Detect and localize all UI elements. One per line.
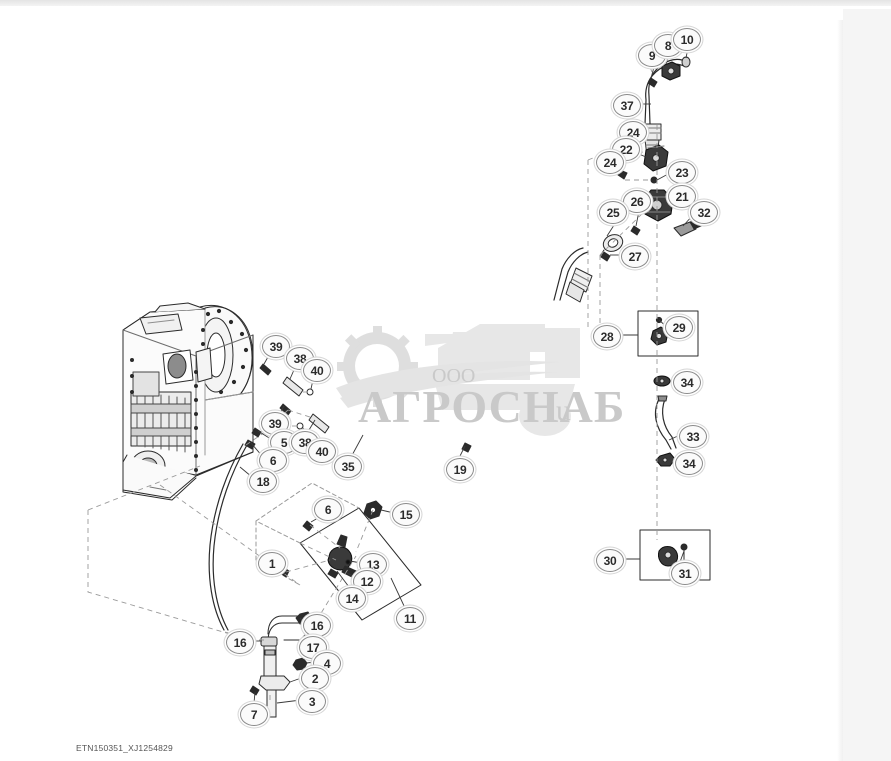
callout-31[interactable]: 31 — [671, 562, 699, 585]
sensor-assembly-13-14 — [327, 534, 357, 579]
callout-16-left[interactable]: 16 — [226, 631, 254, 654]
part-29 — [650, 316, 669, 346]
bolt-23 — [650, 176, 658, 184]
part-30-31 — [658, 543, 688, 567]
callout-34-lower[interactable]: 34 — [675, 452, 703, 475]
callout-40-lower[interactable]: 40 — [308, 440, 336, 463]
callout-34-upper[interactable]: 34 — [673, 371, 701, 394]
page-right-margin — [843, 9, 891, 761]
sheet-shadow — [837, 20, 843, 761]
callout-21[interactable]: 21 — [668, 185, 696, 208]
bolt-19 — [461, 442, 472, 453]
footer-document-code: ETN150351_XJ1254829 — [76, 743, 173, 753]
callout-37[interactable]: 37 — [613, 94, 641, 117]
hidden-construction-lines — [87, 59, 658, 700]
page-top-edge — [0, 0, 891, 6]
transmission-housing — [122, 302, 254, 501]
callout-18[interactable]: 18 — [249, 470, 277, 493]
callout-40-upper[interactable]: 40 — [303, 359, 331, 382]
callout-35[interactable]: 35 — [334, 455, 362, 478]
valve-22 — [643, 144, 669, 172]
callout-15[interactable]: 15 — [392, 503, 420, 526]
clamp-34-lower — [655, 452, 676, 467]
callout-39-upper[interactable]: 39 — [262, 335, 290, 358]
callout-23[interactable]: 23 — [668, 161, 696, 184]
callout-25[interactable]: 25 — [599, 201, 627, 224]
callout-14[interactable]: 14 — [338, 587, 366, 610]
callout-7[interactable]: 7 — [240, 703, 268, 726]
hardware-group-39-40 — [244, 363, 330, 450]
callout-10[interactable]: 10 — [673, 28, 701, 51]
callout-26[interactable]: 26 — [623, 190, 651, 213]
callout-27[interactable]: 27 — [621, 245, 649, 268]
bolt-6 — [302, 520, 314, 532]
callout-33[interactable]: 33 — [679, 425, 707, 448]
callout-29[interactable]: 29 — [665, 316, 693, 339]
callout-24-lower[interactable]: 24 — [596, 151, 624, 174]
bolt-24-lower — [617, 169, 628, 180]
bolt-27 — [600, 251, 611, 262]
hose-33 — [654, 395, 677, 450]
callout-28[interactable]: 28 — [593, 325, 621, 348]
callout-6-upper[interactable]: 6 — [259, 449, 287, 472]
hose-lower-left — [553, 247, 593, 303]
callout-19[interactable]: 19 — [446, 458, 474, 481]
callout-30[interactable]: 30 — [596, 549, 624, 572]
callout-1[interactable]: 1 — [258, 552, 286, 575]
callout-3[interactable]: 3 — [298, 690, 326, 713]
callout-11[interactable]: 11 — [396, 607, 424, 630]
callout-12[interactable]: 12 — [353, 570, 381, 593]
callout-32[interactable]: 32 — [690, 201, 718, 224]
bolt-26 — [630, 225, 641, 236]
fitting-8-10 — [661, 56, 691, 81]
watermark-stray-letter: u — [556, 394, 571, 427]
bolt-9 — [647, 77, 658, 88]
callout-2[interactable]: 2 — [301, 667, 329, 690]
clamp-34-upper — [653, 375, 671, 387]
callout-16-upper[interactable]: 16 — [303, 614, 331, 637]
cable-18 — [208, 443, 248, 631]
callout-6-lower[interactable]: 6 — [314, 498, 342, 521]
detail-box-28 — [637, 310, 699, 357]
page-top-gap — [0, 6, 891, 9]
lower-tube-assembly — [249, 611, 313, 718]
